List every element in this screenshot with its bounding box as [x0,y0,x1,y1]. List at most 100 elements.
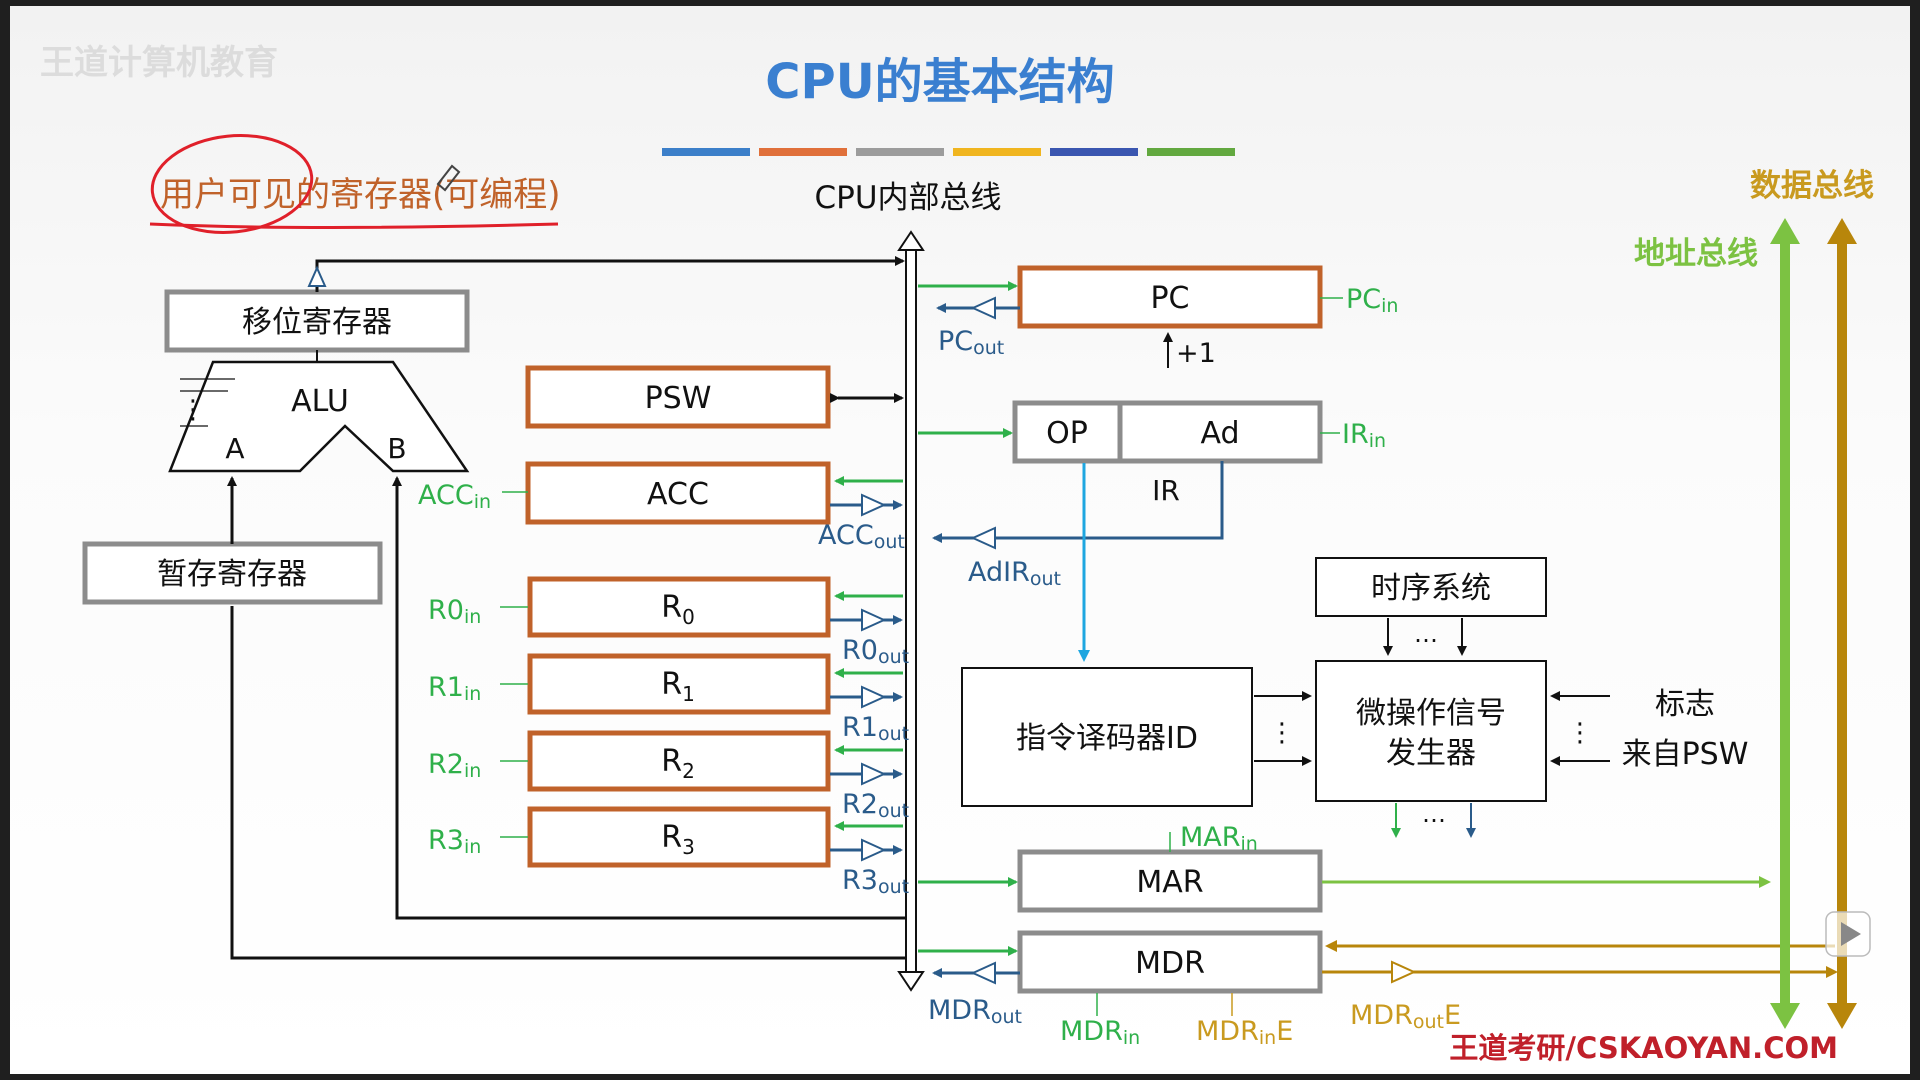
svg-text:MDRinE: MDRinE [1196,1016,1293,1049]
color-bar-segment [759,148,847,156]
svg-text:B: B [387,432,406,465]
ir-register: OP Ad IR [1012,400,1323,507]
svg-text:指令译码器ID: 指令译码器ID [1016,721,1198,756]
svg-text:PC: PC [1150,281,1189,316]
svg-text:R3: R3 [661,820,695,859]
address-bus [1770,218,1800,1029]
decoder-to-generator-lines: ⋮ [1254,691,1312,766]
svg-text:R3in: R3in [428,825,481,858]
bus-to-temp-line [230,606,906,960]
r0-in-label: R0in [428,595,528,628]
r0-out-gate [861,608,887,632]
svg-text:MDRin: MDRin [1060,1016,1140,1049]
svg-text:R3out: R3out [842,865,909,898]
shift-register: 移位寄存器 [164,289,470,353]
svg-text:发生器: 发生器 [1386,736,1476,771]
color-bar-segment [662,148,750,156]
alu: ALU A B [168,360,470,473]
svg-text:R2out: R2out [842,789,909,822]
svg-text:MDRout: MDRout [928,995,1022,1028]
svg-text:MAR: MAR [1136,865,1203,900]
r1-out-label: R1out [842,712,909,745]
mar-in-label: MARin [1169,822,1258,855]
psw-register: PSW [525,365,831,429]
acc-out-gate [861,493,887,517]
register-r1: R1 [527,653,831,715]
alu-control-lines: ⋮ [180,378,235,427]
instruction-decoder: 指令译码器ID [961,667,1253,807]
internal-bus [897,230,925,992]
svg-text:R2in: R2in [428,749,481,782]
page-title: CPU的基本结构 [765,54,1114,110]
svg-text:MDRoutE: MDRoutE [1350,1000,1461,1033]
svg-text:⋮: ⋮ [1269,718,1295,748]
svg-text:IR: IR [1152,474,1180,507]
r2-out-gate [861,762,887,786]
svg-text:R0in: R0in [428,595,481,628]
svg-text:⋮: ⋮ [1567,718,1593,748]
address-bus-label: 地址总线 [1634,236,1758,272]
svg-text:ACC: ACC [647,477,709,512]
mar-register: MAR [1017,849,1323,913]
svg-text:R2: R2 [661,744,695,783]
generator-output-lines: … [1391,800,1476,838]
svg-text:微操作信号: 微操作信号 [1356,696,1506,731]
hand-underline-annotation [149,222,559,229]
acc-out-label: ACCout [818,520,905,553]
shift-out-gate [307,265,327,287]
svg-text:PCin: PCin [1346,284,1398,317]
register-r2: R2 [527,730,831,792]
svg-text:PSW: PSW [645,381,712,416]
pencil-icon [436,164,461,192]
pc-increment: +1 [1163,332,1216,369]
svg-text:…: … [1422,800,1446,828]
svg-text:Ad: Ad [1200,416,1239,451]
color-bar-segment [1050,148,1138,156]
svg-text:标志: 标志 [1655,687,1715,722]
r0-out-label: R0out [842,635,909,668]
svg-text:R0: R0 [661,590,695,629]
svg-text:时序系统: 时序系统 [1371,571,1491,606]
pc-out-label: PCout [938,326,1004,359]
svg-text:⋮: ⋮ [180,395,206,425]
mdr-out-gate [970,961,996,985]
svg-text:R1in: R1in [428,672,481,705]
cpu-diagram: 王道计算机教育 CPU的基本结构 用户可见的寄存器(可编程) CPU内部总线 移… [40,43,1874,1065]
timing-to-generator-lines: … [1383,618,1467,656]
register-io-lines: ACCinACCoutR0inR0outR1inR1outR2inR2outR3… [418,476,909,898]
mdr-register: MDR [1017,930,1323,994]
internal-bus-label: CPU内部总线 [814,180,1001,216]
svg-text:R1out: R1out [842,712,909,745]
svg-text:MDR: MDR [1135,946,1205,981]
hand-circle-annotation [150,134,314,234]
acc-in-label: ACCin [418,480,528,513]
svg-text:移位寄存器: 移位寄存器 [242,305,392,340]
r3-out-gate [861,838,887,862]
slide: 王道计算机教育 CPU的基本结构 用户可见的寄存器(可编程) CPU内部总线 移… [10,6,1910,1074]
svg-text:OP: OP [1046,416,1088,451]
r2-out-label: R2out [842,789,909,822]
adir-out-gate [970,526,996,550]
svg-text:A: A [225,432,244,465]
r1-in-label: R1in [428,672,528,705]
timing-system: 时序系统 [1315,557,1547,617]
user-registers-note: 用户可见的寄存器(可编程) [160,175,561,215]
svg-text:暂存寄存器: 暂存寄存器 [157,557,307,592]
play-button-icon[interactable] [1825,911,1871,957]
svg-text:+1: +1 [1176,338,1216,369]
svg-text:PCout: PCout [938,326,1004,359]
footer-brand: 王道考研/CSKAOYAN.COM [1449,1031,1838,1065]
svg-text:ALU: ALU [291,384,349,419]
mdr-out-label: MDRout [928,995,1022,1028]
adir-out-label: AdIRout [968,557,1061,590]
r2-in-label: R2in [428,749,528,782]
r3-in-label: R3in [428,825,528,858]
pc-out-gate [970,296,996,320]
svg-text:MARin: MARin [1180,822,1258,855]
watermark: 王道计算机教育 [40,43,278,83]
mdr-in-label: MDRin [1060,993,1140,1049]
ir-in-label: IRin [1320,419,1386,452]
svg-text:R0out: R0out [842,635,909,668]
acc-register: ACC [525,461,831,525]
